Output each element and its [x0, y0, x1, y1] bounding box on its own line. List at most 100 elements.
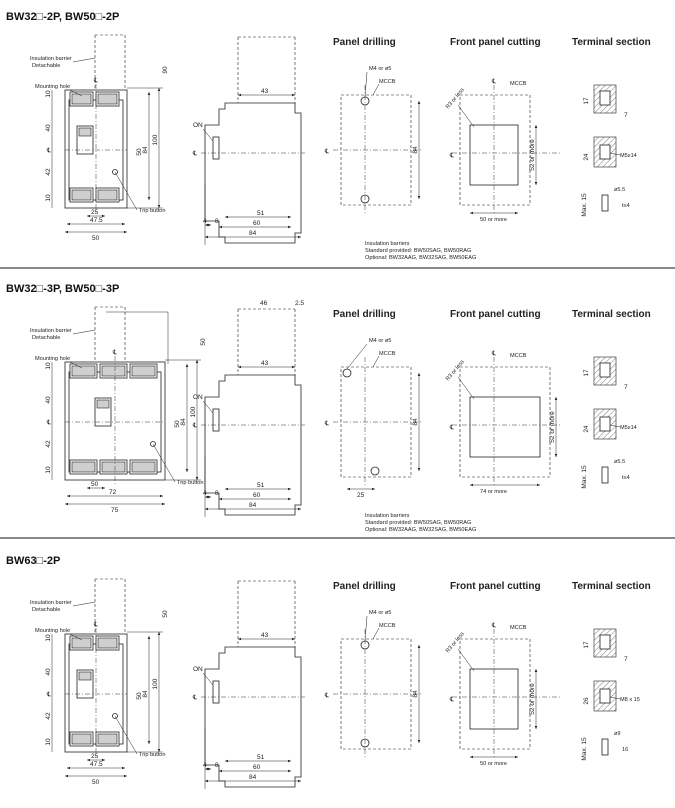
terminal-screw [131, 365, 156, 377]
dimension-label: 26 [583, 697, 590, 705]
dimension-label: 84 [180, 418, 187, 426]
section-bw32-50-2p: BW32□-2P, BW50□-2P Trip button Insulation … [6, 11, 651, 261]
handle-side [212, 408, 220, 432]
dimension-label: 10 [45, 362, 52, 370]
dimension-label: 47.5 [90, 761, 103, 768]
handle-side [212, 680, 220, 704]
mounting-hole [370, 466, 380, 476]
insulation-barriers-note: Optional: BW32AAG, BW32SAG, BW50EAG [365, 527, 476, 533]
dimension-label: 8 [215, 490, 219, 497]
centerline-symbol: ℄ [192, 150, 198, 157]
on-label: ON [193, 394, 203, 401]
terminal-screw [599, 90, 611, 106]
terminal-screw [101, 461, 126, 473]
leader-line [609, 424, 621, 428]
dimension-label: 51 [257, 754, 265, 761]
cut-outline [459, 638, 531, 750]
section-title: BW63□-2P [6, 555, 60, 567]
dimension-label: 60 [253, 492, 261, 499]
centerline-symbol: ℄ [324, 420, 330, 427]
centerline-symbol: ℄ [93, 77, 99, 84]
dimension-label: 50 [136, 148, 143, 156]
insulation-barriers-note: Standard provided: BW50SAG, BW50RAG [365, 248, 471, 254]
mccb-callout: MCCB [510, 81, 527, 87]
trip-button-callout: Trip button [139, 208, 166, 214]
dimension-label: 8 [215, 218, 219, 225]
dimension-label: 50 [200, 338, 207, 346]
dimension-label: 84 [142, 146, 149, 154]
handle-side [212, 136, 220, 160]
dimension-label: 51 [257, 210, 265, 217]
terminal-screw [71, 93, 92, 105]
leader-line [372, 355, 380, 368]
terminal-screw [131, 461, 156, 473]
dimension-label: 46 [260, 300, 268, 307]
dimension-label: 7 [624, 656, 628, 663]
centerline-symbol: ℄ [324, 692, 330, 699]
detachable-callout: Detachable [32, 335, 60, 341]
terminal-screw [599, 416, 611, 432]
detachable-callout: Detachable [32, 607, 60, 613]
leader-line [457, 648, 475, 672]
heading-panel-drilling: Panel drilling [333, 581, 396, 592]
dimension-label: 84 [249, 230, 257, 237]
leader-line [114, 715, 138, 755]
leader-line [152, 443, 176, 483]
dimension-label: 40 [45, 124, 52, 132]
leader-line [69, 89, 83, 97]
heading-front-panel-cutting: Front panel cutting [450, 37, 541, 48]
dimension-label: 4 [203, 218, 207, 225]
dimension-label: 42 [45, 168, 52, 176]
m4-callout: M4 or ø5 [369, 338, 391, 344]
cut-outline [459, 94, 531, 206]
dimension-label: 75 [111, 507, 119, 514]
dimension-label: 24 [583, 425, 590, 433]
leader-line [364, 71, 368, 98]
thickness-callout: t≤4 [622, 475, 630, 481]
dimension-label: 50 [92, 235, 100, 242]
dimension-label: 25 [357, 492, 365, 499]
mounting-hole-callout: Mounting hole [35, 84, 70, 90]
dimension-label: 25 [91, 753, 99, 760]
thickness-callout: t≤4 [622, 203, 630, 209]
breaker-side-body [204, 646, 302, 788]
mccb-callout: MCCB [510, 625, 527, 631]
on-label: ON [193, 122, 203, 129]
section-title: BW32□-2P, BW50□-2P [6, 11, 119, 23]
insulation-barrier-callout: Insulation barrier [30, 328, 72, 334]
terminal-lug [601, 194, 609, 212]
centerline-symbol: ℄ [449, 152, 455, 159]
dimension-label: 60 [253, 220, 261, 227]
leader-line [609, 696, 621, 700]
dimension-label: 2.5 [295, 300, 304, 307]
insulation-barrier-callout: Insulation barrier [30, 56, 72, 62]
dimension-label: 100 [152, 134, 159, 145]
section-title: BW32□-3P, BW50□-3P [6, 283, 119, 295]
terminal-screw [97, 189, 118, 201]
mccb-callout: MCCB [379, 79, 396, 85]
dimension-label: 17 [583, 641, 590, 649]
heading-panel-drilling: Panel drilling [333, 37, 396, 48]
breaker-handle-cap [78, 671, 92, 681]
insulation-barrier-callout: Insulation barrier [30, 600, 72, 606]
dimension-arrow [347, 487, 375, 491]
insulation-barriers-note: Optional: BW32AAG, BW32SAG, BW50EAG [365, 255, 476, 261]
dimension-label: 4 [203, 490, 207, 497]
dimension-label: 4 [203, 762, 207, 769]
terminal-screw [71, 461, 96, 473]
centerline-symbol: ℄ [324, 148, 330, 155]
centerline-symbol: ℄ [46, 419, 52, 426]
terminal-screw [599, 144, 611, 160]
dimension-label: 100 [152, 678, 159, 689]
hole-callout: ø5.5 [614, 187, 625, 193]
dimension-label: 51 [257, 482, 265, 489]
dimension-label: 43 [261, 88, 269, 95]
leader-line [457, 104, 475, 128]
dimension-label: 10 [45, 466, 52, 474]
dimension-label: 25 [91, 209, 99, 216]
heading-front-panel-cutting: Front panel cutting [450, 309, 541, 320]
terminal-screw [71, 365, 96, 377]
